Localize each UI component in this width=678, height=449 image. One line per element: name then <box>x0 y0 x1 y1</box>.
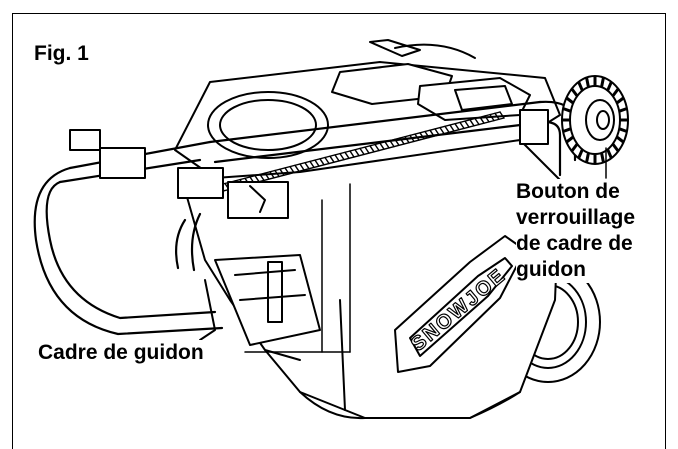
knob-ridge <box>570 143 579 152</box>
leader-lines <box>244 147 607 353</box>
spring-coil <box>309 160 315 169</box>
spring-coil <box>484 115 490 123</box>
spring-coil <box>379 142 385 150</box>
callout-lock-knob: Bouton de verrouillage de cadre de guido… <box>516 179 662 283</box>
spring-coil <box>349 150 355 158</box>
knob-ridge <box>577 81 584 92</box>
spring-coil <box>294 164 300 173</box>
figure-border-top <box>12 13 666 14</box>
spring-coil <box>469 119 475 127</box>
callout-lock-knob-line-1: Bouton de <box>516 180 620 203</box>
spring-coil <box>494 112 500 121</box>
spring-coil <box>314 159 320 167</box>
knob-ridge <box>585 152 590 164</box>
knob-ridge <box>565 97 574 104</box>
callout-handle-frame: Cadre de guidon <box>38 340 204 366</box>
spring-coil <box>329 155 335 163</box>
knob-ridge <box>565 136 574 143</box>
spring-coil <box>274 169 280 178</box>
callout-lock-knob-line-2: verrouillage <box>516 206 636 229</box>
knob-ridge <box>618 127 628 133</box>
figure-border-right <box>665 13 666 449</box>
spring-coil <box>459 121 465 130</box>
spring-coil <box>289 165 295 174</box>
knob-ridge <box>616 136 625 143</box>
spring-coil <box>344 151 350 160</box>
spring-coil <box>269 171 275 179</box>
knob-ridge <box>600 76 605 88</box>
knob-ridge <box>611 88 620 97</box>
spring-coil <box>284 167 290 175</box>
top-deck <box>174 39 561 179</box>
spring-coil <box>369 145 375 153</box>
auger-mechanism <box>199 254 321 346</box>
spring-coil <box>464 120 470 128</box>
spring-coil <box>454 122 460 131</box>
knob-ridge <box>585 76 590 88</box>
spring-coil <box>304 161 310 170</box>
knob-ridge <box>570 88 579 97</box>
figure-border-left <box>12 13 13 449</box>
knob-ridge <box>606 81 613 92</box>
spring-coil <box>339 152 345 161</box>
knob-ridge <box>577 148 584 159</box>
spring-coil <box>364 146 370 154</box>
spring-coil <box>444 125 450 134</box>
knob-ridge <box>616 97 625 104</box>
spring-coil <box>279 168 285 176</box>
spring-coil <box>259 173 265 182</box>
spring-coil <box>264 172 270 180</box>
knob-ridge <box>611 143 620 152</box>
knob-ridge <box>606 148 613 159</box>
spring-coil <box>254 174 260 183</box>
spring-coil <box>439 126 445 135</box>
knob-ridge <box>618 107 628 113</box>
spring-coil <box>354 148 360 157</box>
spring-coil <box>474 117 480 126</box>
spring-coil <box>319 158 325 166</box>
spring-coil <box>374 143 380 152</box>
spring-coil <box>479 116 485 124</box>
knob-ridge <box>562 107 572 113</box>
spring-coil <box>334 154 340 162</box>
lock-knob <box>561 75 629 165</box>
callout-lock-knob-line-3: de cadre de <box>516 232 633 255</box>
spring-coil <box>359 147 365 156</box>
spring-coil <box>324 156 330 165</box>
knob-ridge <box>562 127 572 133</box>
spring-coil <box>489 113 495 122</box>
spring-coil <box>299 163 305 171</box>
spring-coil <box>449 124 455 132</box>
spring-coil <box>499 111 505 119</box>
callout-lock-knob-line-4: guidon <box>516 258 586 281</box>
knob-ridge <box>600 152 605 164</box>
figure-label: Fig. 1 <box>34 42 89 65</box>
handle-brackets <box>69 109 549 219</box>
spring-coil <box>384 141 390 149</box>
